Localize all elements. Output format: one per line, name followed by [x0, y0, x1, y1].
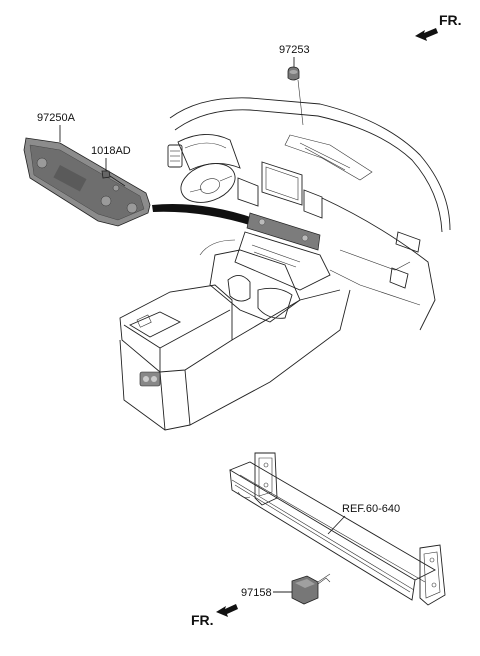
part-1018ad-screw: 1018AD [91, 145, 131, 187]
front-direction-arrow-top: FR. [415, 12, 462, 41]
front-direction-arrow-bottom: FR. [191, 604, 238, 628]
label-ref-60-640: REF.60-640 [342, 503, 400, 515]
fr-label-bottom: FR. [191, 612, 214, 628]
part-97158-sensor: 97158 [241, 573, 331, 605]
part-97250a-control-panel: 97250A [23, 112, 151, 227]
label-1018ad: 1018AD [91, 145, 131, 157]
dashboard-illustration [119, 97, 451, 431]
label-97250a: 97250A [37, 112, 76, 124]
label-97253: 97253 [279, 44, 310, 56]
location-pointer [152, 204, 262, 228]
part-97253-sensor: 97253 [279, 44, 310, 126]
fr-label-top: FR. [439, 12, 462, 28]
label-97158: 97158 [241, 587, 272, 599]
bumper-beam-illustration: REF.60-640 [228, 452, 446, 606]
